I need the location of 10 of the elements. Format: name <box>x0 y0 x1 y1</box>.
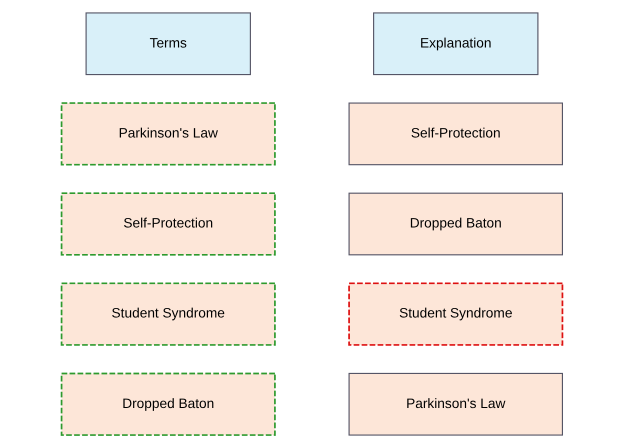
node-box: Self-Protection <box>60 192 276 256</box>
node-box: Explanation <box>373 12 538 76</box>
node-box: Parkinson's Law <box>348 372 563 436</box>
node-box: Self-Protection <box>348 102 563 166</box>
node-box: Parkinson's Law <box>60 102 276 166</box>
node-box: Student Syndrome <box>348 282 564 346</box>
node-box: Terms <box>86 12 251 76</box>
node-box: Dropped Baton <box>348 192 563 256</box>
node-box: Student Syndrome <box>60 282 276 346</box>
node-box: Dropped Baton <box>60 372 276 436</box>
